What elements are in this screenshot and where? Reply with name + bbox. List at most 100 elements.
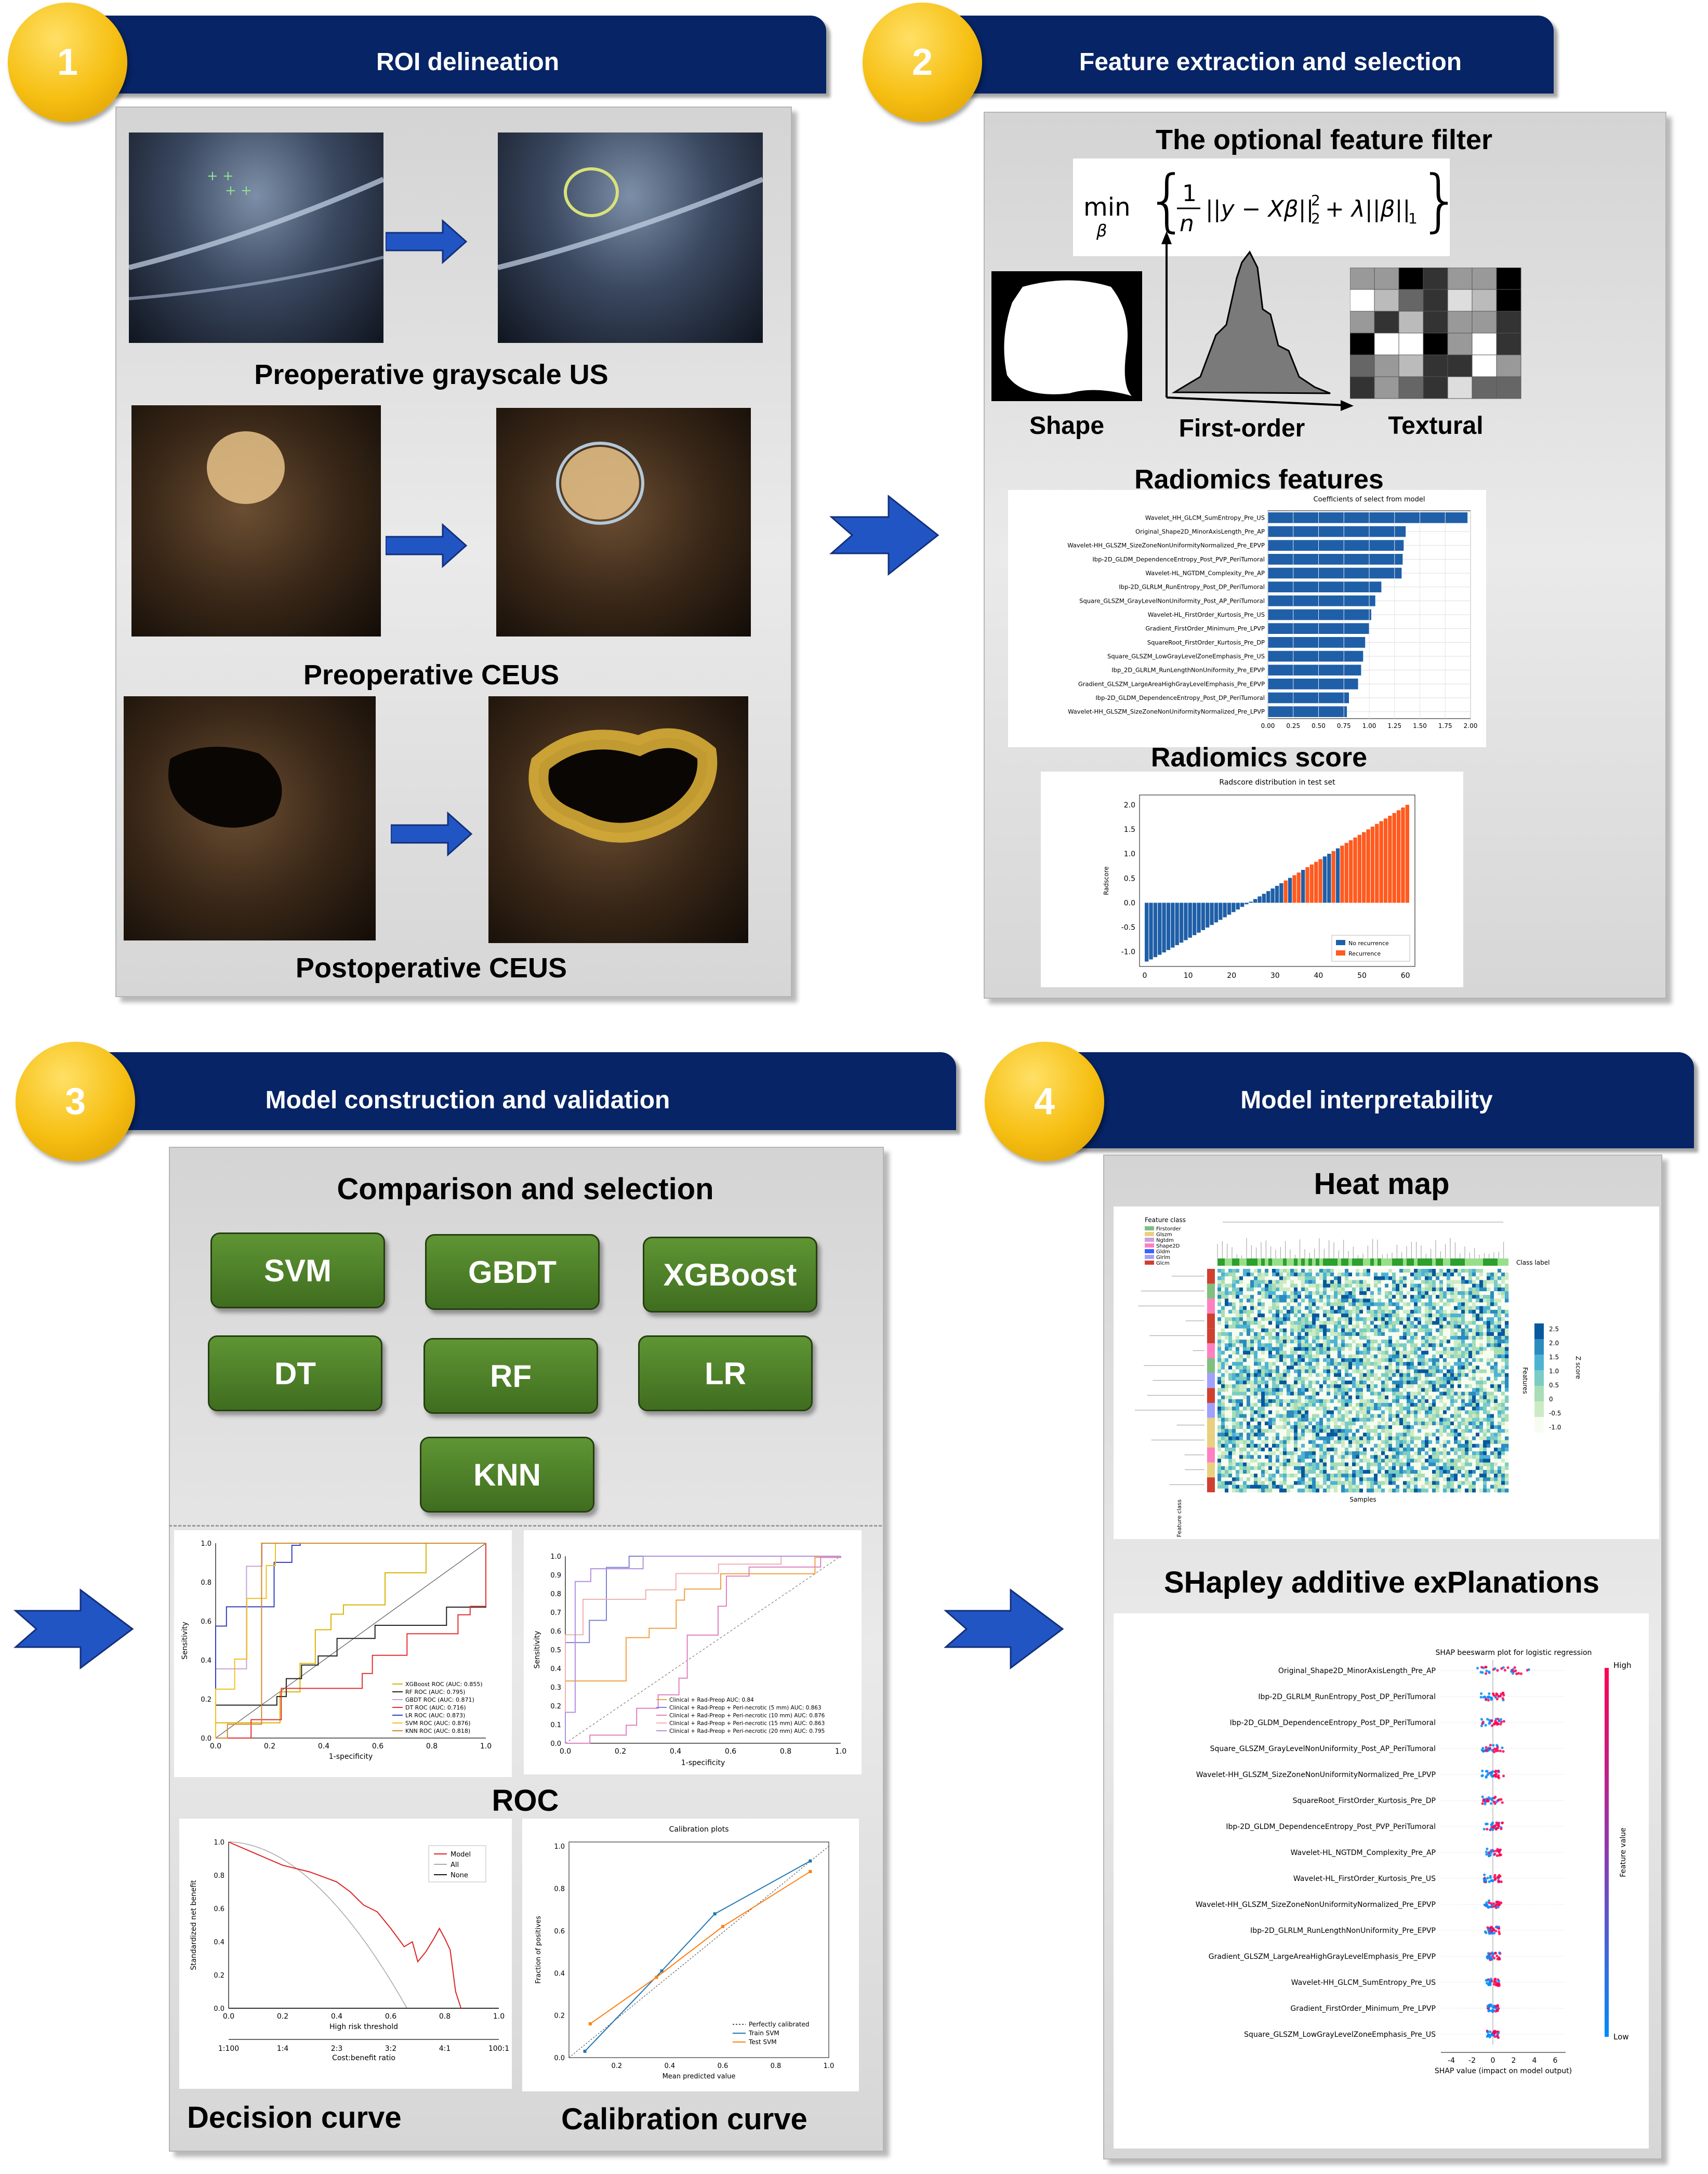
heatmap-cell xyxy=(1308,1291,1313,1295)
heatmap-cell xyxy=(1367,1443,1371,1448)
heatmap-cell xyxy=(1498,1350,1502,1355)
heatmap-cell xyxy=(1443,1269,1447,1273)
heatmap-cell xyxy=(1283,1381,1287,1385)
heatmap-cell xyxy=(1447,1373,1451,1377)
heatmap-cell xyxy=(1327,1340,1331,1344)
heatmap-cell xyxy=(1378,1381,1382,1385)
step3-title: Model construction and validation xyxy=(265,1086,670,1114)
heatmap-cell xyxy=(1501,1362,1505,1366)
heatmap-cell xyxy=(1297,1455,1302,1459)
xgboost-button[interactable]: XGBoost xyxy=(643,1237,817,1313)
heatmap-cell xyxy=(1388,1309,1393,1314)
bar xyxy=(1236,903,1240,910)
heatmap-cell xyxy=(1319,1269,1323,1273)
heatmap-cell xyxy=(1410,1332,1414,1336)
heatmap-cell xyxy=(1301,1350,1305,1355)
heatmap-cell xyxy=(1461,1407,1465,1411)
heatmap-cell xyxy=(1301,1336,1305,1340)
heatmap-cell xyxy=(1308,1376,1313,1381)
heatmap-cell xyxy=(1498,1421,1502,1426)
heatmap-cell xyxy=(1414,1369,1418,1373)
heatmap-cell xyxy=(1472,1314,1476,1318)
heatmap-cell xyxy=(1447,1433,1451,1437)
heatmap-cell xyxy=(1425,1451,1429,1455)
heatmap-cell xyxy=(1308,1280,1313,1284)
svm-button[interactable]: SVM xyxy=(210,1232,385,1308)
heatmap-cell xyxy=(1381,1448,1385,1452)
heatmap-cell xyxy=(1250,1399,1254,1403)
heatmap-cell xyxy=(1348,1451,1353,1455)
heatmap-cell xyxy=(1257,1451,1262,1455)
heatmap-cell xyxy=(1323,1343,1327,1347)
heatmap-cell xyxy=(1468,1403,1473,1407)
heatmap-cell xyxy=(1381,1388,1385,1392)
heatmap-cell xyxy=(1461,1354,1465,1359)
heatmap-cell xyxy=(1345,1283,1349,1288)
heatmap-cell xyxy=(1468,1407,1473,1411)
heatmap-cell xyxy=(1221,1306,1225,1310)
heatmap-cell xyxy=(1268,1328,1273,1333)
heatmap-cell xyxy=(1476,1425,1480,1429)
heatmap-cell xyxy=(1287,1417,1291,1422)
heatmap-cell xyxy=(1279,1366,1283,1370)
heatmap-cell xyxy=(1367,1354,1371,1359)
heatmap-cell xyxy=(1418,1425,1422,1429)
heatmap-cell xyxy=(1330,1314,1334,1318)
lr-button[interactable]: LR xyxy=(638,1335,813,1411)
heatmap-cell xyxy=(1425,1470,1429,1474)
heatmap-cell xyxy=(1374,1347,1378,1351)
heatmap-cell xyxy=(1479,1369,1484,1373)
heatmap-cell xyxy=(1494,1391,1498,1396)
heatmap-cell xyxy=(1447,1358,1451,1362)
gbdt-button[interactable]: GBDT xyxy=(425,1234,600,1310)
heatmap-cell xyxy=(1367,1381,1371,1385)
heatmap-cell xyxy=(1341,1314,1345,1318)
heatmap-cell xyxy=(1323,1317,1327,1321)
heatmap-cell xyxy=(1308,1354,1313,1359)
heatmap-cell xyxy=(1239,1425,1243,1429)
heatmap-cell xyxy=(1239,1455,1243,1459)
heatmap-cell xyxy=(1378,1354,1382,1359)
heatmap-cell xyxy=(1432,1421,1436,1426)
heatmap-cell xyxy=(1247,1407,1251,1411)
heatmap-cell xyxy=(1330,1433,1334,1437)
heatmap-cell xyxy=(1472,1321,1476,1325)
heatmap-cell xyxy=(1363,1269,1367,1273)
heatmap-cell xyxy=(1287,1373,1291,1377)
knn-button[interactable]: KNN xyxy=(420,1437,594,1513)
x-tick-label: 20 xyxy=(1227,972,1236,980)
heatmap-cell xyxy=(1232,1474,1236,1478)
heatmap-cell xyxy=(1450,1429,1454,1433)
heatmap-cell xyxy=(1501,1276,1505,1280)
heatmap-cell xyxy=(1261,1287,1265,1292)
heatmap-cell xyxy=(1367,1369,1371,1373)
rf-button[interactable]: RF xyxy=(423,1338,598,1414)
heatmap-cell xyxy=(1297,1358,1302,1362)
heatmap-cell xyxy=(1236,1470,1240,1474)
heatmap-cell xyxy=(1454,1350,1458,1355)
heatmap-cell xyxy=(1334,1328,1338,1333)
heatmap-cell xyxy=(1385,1272,1389,1277)
heatmap-cell xyxy=(1265,1332,1269,1336)
heatmap-cell xyxy=(1276,1350,1280,1355)
heatmap-cell xyxy=(1378,1466,1382,1470)
heatmap-cell xyxy=(1312,1269,1316,1273)
heatmap-cell xyxy=(1483,1272,1487,1277)
heatmap-cell xyxy=(1316,1324,1320,1329)
bar xyxy=(1166,903,1171,950)
dt-button[interactable]: DT xyxy=(208,1335,382,1411)
heatmap-cell xyxy=(1352,1366,1356,1370)
heatmap-cell xyxy=(1476,1358,1480,1362)
heatmap-cell xyxy=(1272,1287,1276,1292)
heatmap-cell xyxy=(1363,1287,1367,1292)
heatmap-cell xyxy=(1432,1328,1436,1333)
heatmap-cell xyxy=(1410,1295,1414,1299)
heatmap-cell xyxy=(1243,1429,1247,1433)
heatmap-cell xyxy=(1217,1324,1222,1329)
heatmap-cell xyxy=(1228,1347,1233,1351)
heatmap-cell xyxy=(1319,1291,1323,1295)
heatmap-cell xyxy=(1254,1302,1258,1306)
heatmap-cell xyxy=(1443,1440,1447,1444)
heatmap-cell xyxy=(1501,1436,1505,1440)
heatmap-cell xyxy=(1312,1470,1316,1474)
